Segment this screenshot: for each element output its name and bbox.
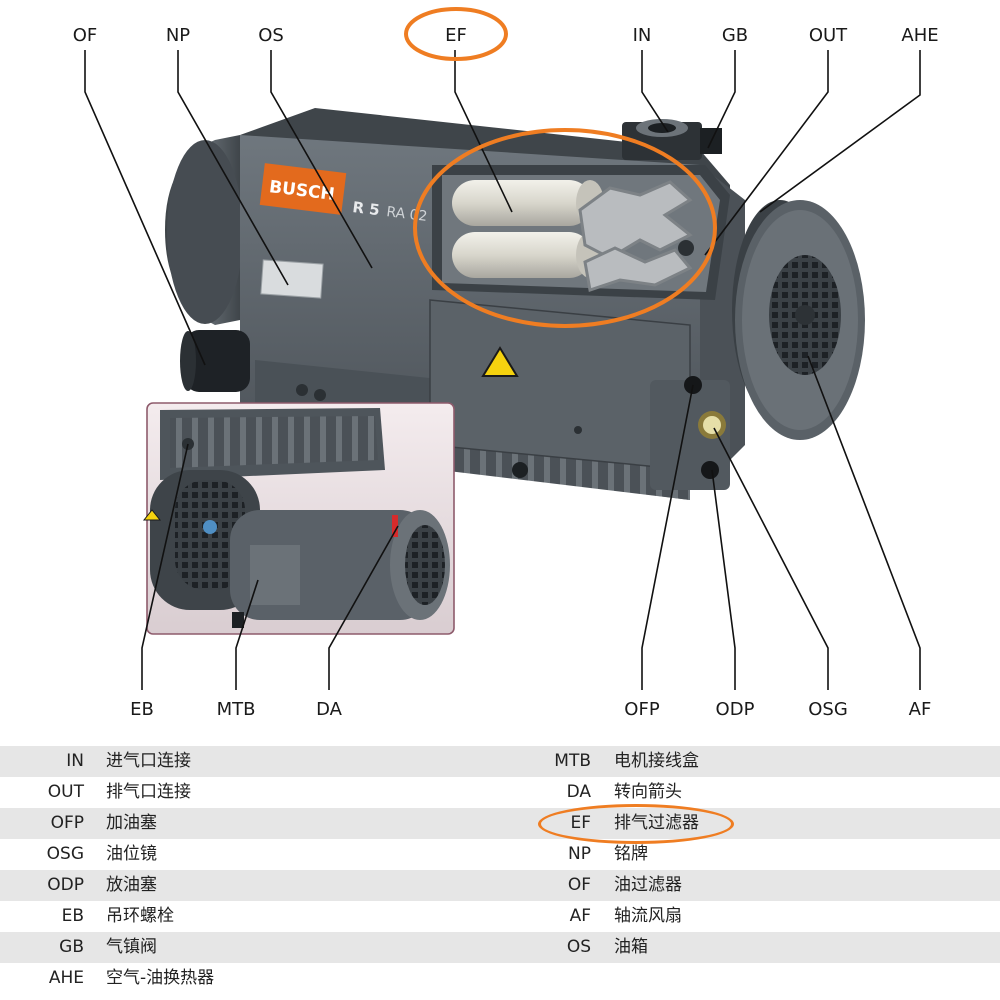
callout-ef: EF: [445, 25, 467, 46]
callout-odp: ODP: [716, 699, 755, 720]
model-label: R 5: [352, 198, 381, 219]
callouts-top: OF NP OS EF IN GB OUT AHE: [73, 25, 939, 46]
callout-mtb: MTB: [217, 699, 256, 720]
callout-af: AF: [909, 699, 932, 720]
legend-code: OFP: [50, 813, 84, 833]
callout-ofp: OFP: [624, 699, 660, 720]
callout-in: IN: [633, 25, 652, 46]
legend-row: OUT 排气口连接 DA 转向箭头: [0, 777, 1000, 808]
legend-desc: 吊环螺栓: [106, 906, 174, 926]
legend-row: GB 气镇阀 OS 油箱: [0, 932, 1000, 963]
legend-code: EB: [61, 906, 84, 926]
legend-desc: 空气-油换热器: [106, 968, 215, 988]
callouts-bottom: EB MTB DA OFP ODP OSG AF: [130, 699, 931, 720]
legend-desc: 铭牌: [614, 844, 648, 864]
legend-desc: 气镇阀: [106, 937, 157, 957]
exhaust-filter-cutaway: [432, 165, 730, 300]
legend-row: IN 进气口连接 MTB 电机接线盒: [0, 746, 1000, 777]
legend-code: AF: [569, 906, 591, 926]
leader-lines: [84, 50, 921, 690]
legend-row: ODP 放油塞 OF 油过滤器: [0, 870, 1000, 901]
legend-code: OS: [566, 937, 591, 957]
callout-out: OUT: [809, 25, 848, 46]
callout-eb: EB: [130, 699, 154, 720]
legend-code: AHE: [48, 968, 84, 988]
callout-gb: GB: [722, 25, 748, 46]
legend-desc: 油位镜: [106, 844, 157, 864]
legend-code: NP: [568, 844, 591, 864]
legend-desc: 电机接线盒: [614, 751, 699, 771]
legend-desc: 进气口连接: [106, 751, 191, 771]
legend-desc: 轴流风扇: [614, 906, 682, 926]
legend-desc: 油箱: [614, 937, 648, 957]
legend-code: OF: [567, 875, 591, 895]
ef-cutaway-highlight: [413, 128, 717, 328]
legend-code: DA: [566, 782, 591, 802]
legend-code: ODP: [47, 875, 84, 895]
legend-code: IN: [66, 751, 84, 771]
legend-row: OSG 油位镜 NP 铭牌: [0, 839, 1000, 870]
legend-code: OSG: [46, 844, 84, 864]
legend-desc: 排气口连接: [106, 782, 191, 802]
legend-desc: 油过滤器: [614, 875, 682, 895]
legend-desc: 加油塞: [106, 813, 157, 833]
callout-osg: OSG: [808, 699, 848, 720]
legend-code: GB: [59, 937, 84, 957]
callout-np: NP: [166, 25, 190, 46]
callout-os: OS: [258, 25, 284, 46]
legend-code: OUT: [47, 782, 84, 802]
brand-plate: BUSCH R 5 RA 02: [259, 163, 428, 225]
legend-desc: 放油塞: [106, 875, 157, 895]
callout-ahe: AHE: [901, 25, 938, 46]
legend-row: AHE 空气-油换热器: [0, 963, 1000, 994]
pump-diagram: BUSCH R 5 RA 02: [73, 7, 939, 720]
legend-row: EB 吊环螺栓 AF 轴流风扇: [0, 901, 1000, 932]
ef-legend-highlight: [538, 804, 734, 844]
legend-code: MTB: [554, 751, 591, 771]
motor-inset: [142, 402, 455, 635]
ef-label-highlight: [404, 7, 508, 61]
callout-of: OF: [73, 25, 98, 46]
callout-da: DA: [316, 699, 343, 720]
legend-desc: 转向箭头: [614, 782, 682, 802]
